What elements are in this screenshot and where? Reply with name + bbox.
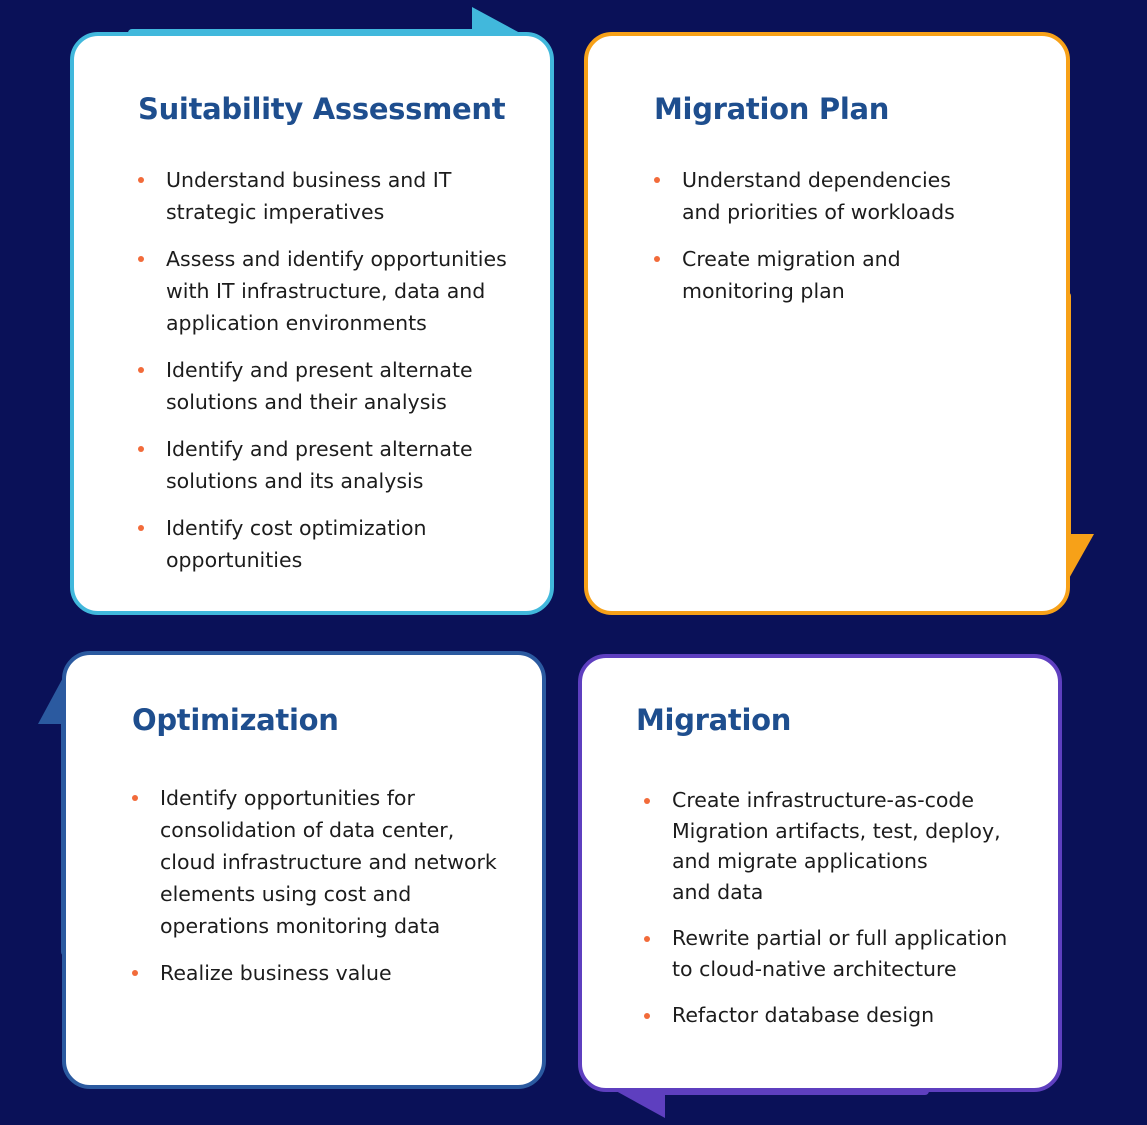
bullet-list: Understand dependencies and priorities o…	[654, 164, 1054, 322]
suitability-assessment-card: Suitability Assessment Understand busine…	[70, 32, 554, 615]
bullet-list: Understand business and IT strategic imp…	[138, 164, 538, 591]
list-item-text: Identify opportunities for consolidation…	[160, 786, 497, 938]
list-item: Identify cost optimization opportunities	[138, 512, 538, 576]
list-item-text: Create infrastructure-as-code Migration …	[672, 788, 1001, 904]
list-item: Identify and present alternate solutions…	[138, 433, 538, 497]
list-item: Assess and identify opportunities with I…	[138, 243, 538, 339]
bullet-dot-icon	[138, 256, 144, 262]
list-item: Understand business and IT strategic imp…	[138, 164, 538, 228]
bullet-dot-icon	[654, 256, 660, 262]
list-item: Create migration and monitoring plan	[654, 243, 1054, 307]
bullet-dot-icon	[138, 446, 144, 452]
card-title: Migration	[636, 703, 792, 737]
bullet-list: Identify opportunities for consolidation…	[132, 782, 532, 1004]
card-title: Migration Plan	[654, 92, 890, 126]
bullet-dot-icon	[644, 1013, 650, 1019]
bullet-dot-icon	[138, 177, 144, 183]
list-item-text: Identify and present alternate solutions…	[166, 358, 473, 414]
bullet-dot-icon	[132, 970, 138, 976]
list-item: Identify opportunities for consolidation…	[132, 782, 532, 942]
list-item-text: Understand dependencies and priorities o…	[682, 168, 955, 224]
list-item-text: Create migration and monitoring plan	[682, 247, 901, 303]
list-item-text: Rewrite partial or full application to c…	[672, 926, 1008, 981]
list-item-text: Identify cost optimization opportunities	[166, 516, 427, 572]
migration-plan-card: Migration Plan Understand dependencies a…	[584, 32, 1070, 615]
list-item-text: Refactor database design	[672, 1003, 935, 1027]
list-item: Realize business value	[132, 957, 532, 989]
migration-card: Migration Create infrastructure-as-code …	[578, 654, 1062, 1092]
list-item: Identify and present alternate solutions…	[138, 354, 538, 418]
list-item: Refactor database design	[644, 1000, 1044, 1031]
list-item: Create infrastructure-as-code Migration …	[644, 785, 1044, 907]
list-item-text: Understand business and IT strategic imp…	[166, 168, 452, 224]
bullet-list: Create infrastructure-as-code Migration …	[644, 785, 1044, 1047]
bullet-dot-icon	[644, 936, 650, 942]
list-item: Rewrite partial or full application to c…	[644, 923, 1044, 984]
list-item-text: Assess and identify opportunities with I…	[166, 247, 507, 335]
card-title: Suitability Assessment	[138, 92, 506, 126]
bullet-dot-icon	[654, 177, 660, 183]
bullet-dot-icon	[138, 367, 144, 373]
list-item-text: Identify and present alternate solutions…	[166, 437, 473, 493]
list-item: Understand dependencies and priorities o…	[654, 164, 1054, 228]
bullet-dot-icon	[644, 798, 650, 804]
bullet-dot-icon	[138, 525, 144, 531]
optimization-card: Optimization Identify opportunities for …	[62, 651, 546, 1089]
card-title: Optimization	[132, 703, 339, 737]
bullet-dot-icon	[132, 795, 138, 801]
list-item-text: Realize business value	[160, 961, 392, 985]
